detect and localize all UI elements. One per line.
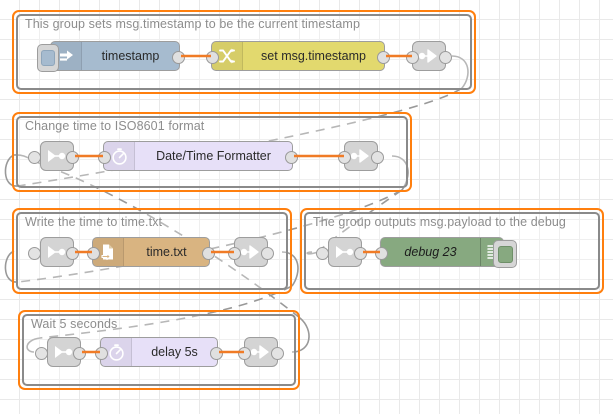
link-out-icon: [350, 147, 372, 165]
input-port[interactable]: [95, 347, 108, 360]
group-label: The group outputs msg.payload to the deb…: [313, 215, 566, 229]
virtual-output-port[interactable]: [271, 347, 284, 360]
node-label: time.txt: [146, 245, 187, 259]
output-port[interactable]: [377, 51, 390, 64]
node-link-out-5[interactable]: [238, 337, 284, 367]
group-label: Wait 5 seconds: [31, 317, 118, 331]
virtual-output-port[interactable]: [371, 151, 384, 164]
inject-button-swatch: [41, 50, 55, 66]
virtual-output-port[interactable]: [439, 51, 452, 64]
link-in-icon: [46, 243, 68, 261]
output-port[interactable]: [172, 51, 185, 64]
output-port[interactable]: [210, 347, 223, 360]
virtual-input-port[interactable]: [28, 151, 41, 164]
virtual-output-port[interactable]: [261, 247, 274, 260]
node-file-time-txt[interactable]: time.txt: [87, 237, 215, 267]
node-inject-timestamp[interactable]: timestamp: [37, 41, 185, 72]
link-out-icon: [250, 343, 272, 361]
link-out-icon: [240, 243, 262, 261]
input-port[interactable]: [406, 51, 419, 64]
input-port[interactable]: [87, 247, 100, 260]
input-port[interactable]: [375, 247, 388, 260]
virtual-input-port[interactable]: [316, 247, 329, 260]
output-port[interactable]: [202, 247, 215, 260]
link-in-icon: [46, 147, 68, 165]
node-link-in-5[interactable]: [35, 337, 86, 367]
output-port[interactable]: [354, 247, 367, 260]
node-link-in-3[interactable]: [28, 237, 79, 267]
group-label: Write the time to time.txt: [25, 215, 163, 229]
virtual-input-port[interactable]: [35, 347, 48, 360]
node-delay-5s[interactable]: delay 5s: [95, 337, 223, 367]
node-label: delay 5s: [151, 345, 198, 359]
node-label: debug 23: [404, 245, 457, 259]
output-port[interactable]: [66, 247, 79, 260]
node-debug-23[interactable]: debug 23: [375, 237, 517, 268]
node-datetime-formatter[interactable]: Date/Time Formatter: [98, 141, 298, 171]
output-port[interactable]: [285, 151, 298, 164]
node-link-in-4[interactable]: [316, 237, 367, 267]
inject-trigger-button[interactable]: [37, 44, 59, 72]
node-label: set msg.timestamp: [261, 49, 366, 63]
node-link-in-2[interactable]: [28, 141, 79, 171]
node-link-out-3[interactable]: [228, 237, 274, 267]
link-in-icon: [53, 343, 75, 361]
group-label: Change time to ISO8601 format: [25, 119, 205, 133]
node-label: timestamp: [101, 49, 160, 63]
input-port[interactable]: [338, 151, 351, 164]
debug-toggle-button[interactable]: [493, 240, 517, 268]
virtual-input-port[interactable]: [28, 247, 41, 260]
link-in-icon: [334, 243, 356, 261]
input-port[interactable]: [98, 151, 111, 164]
output-port[interactable]: [73, 347, 86, 360]
output-port[interactable]: [66, 151, 79, 164]
node-label: Date/Time Formatter: [156, 149, 271, 163]
node-link-out-2[interactable]: [338, 141, 384, 171]
group-label: This group sets msg.timestamp to be the …: [25, 17, 360, 31]
input-port[interactable]: [238, 347, 251, 360]
input-port[interactable]: [228, 247, 241, 260]
debug-button-swatch: [497, 245, 513, 263]
node-change-set-msg-timestamp[interactable]: set msg.timestamp: [206, 41, 390, 71]
link-out-icon: [418, 47, 440, 65]
input-port[interactable]: [206, 51, 219, 64]
node-link-out-1[interactable]: [406, 41, 452, 71]
